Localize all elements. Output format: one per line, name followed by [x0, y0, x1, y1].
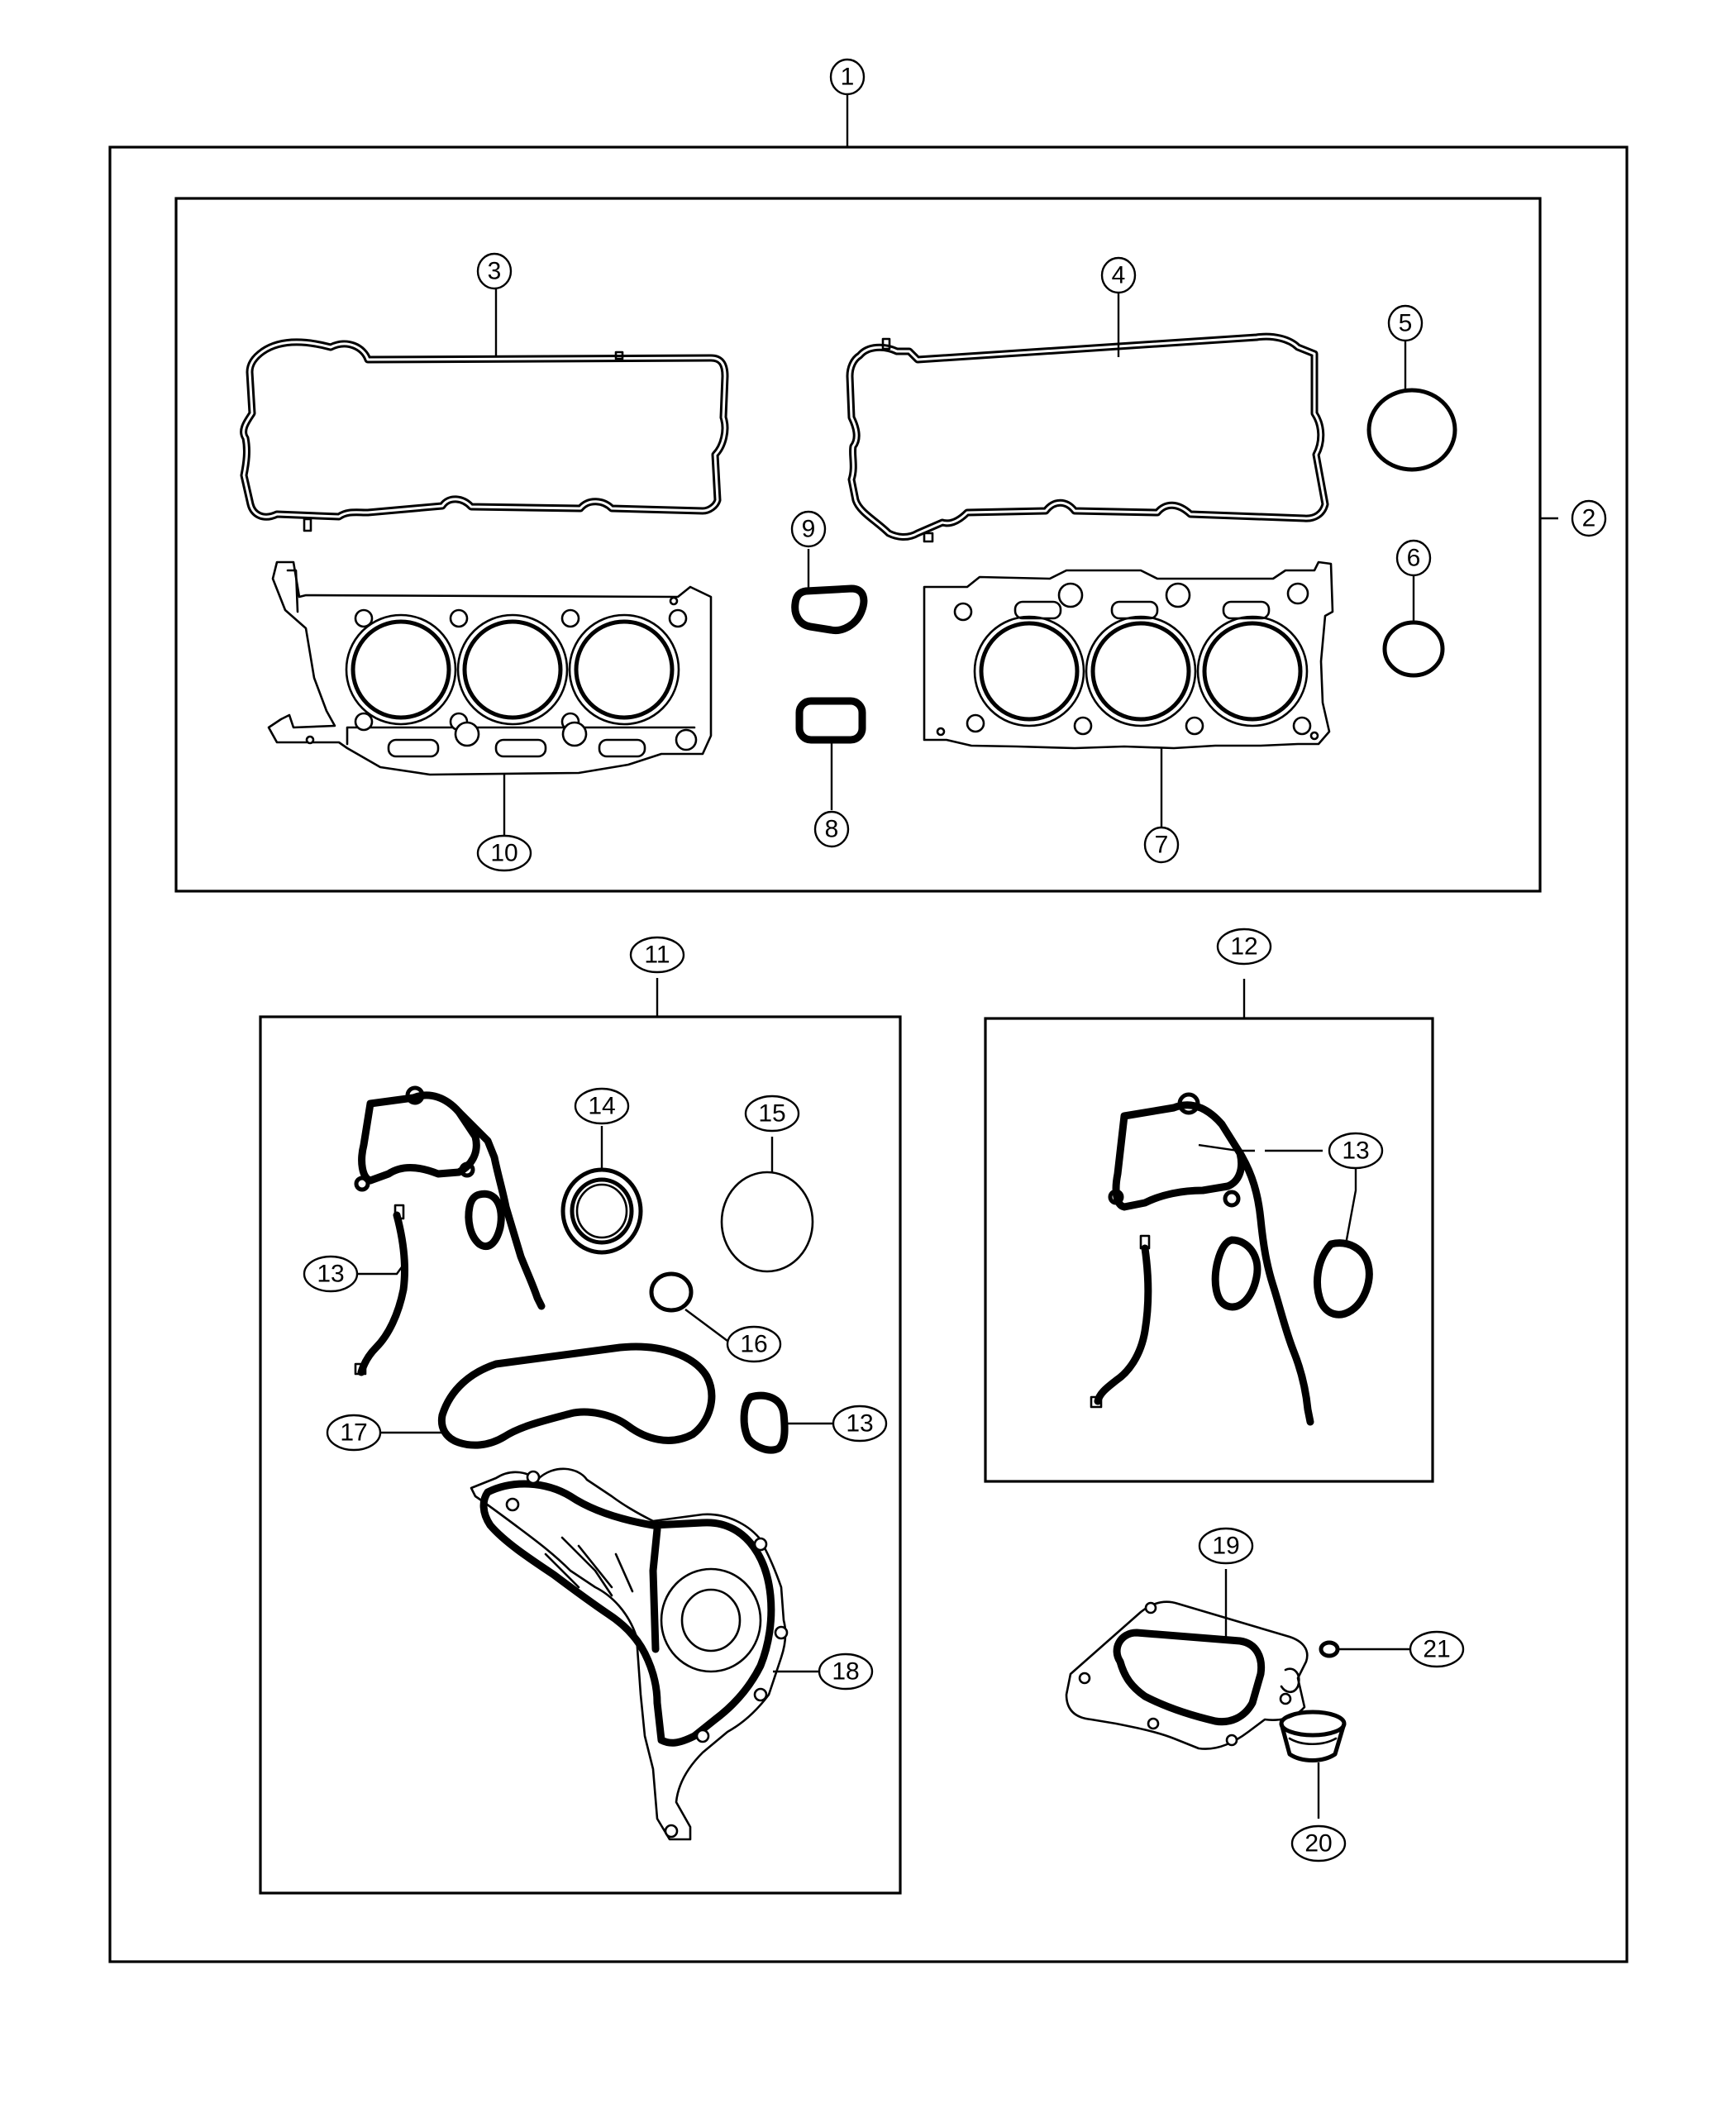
small-gasket-13 — [740, 1391, 789, 1454]
callout-label: 7 — [1155, 832, 1169, 859]
callout-20: 20 — [1290, 1824, 1347, 1862]
callout-label: 8 — [825, 816, 839, 843]
callout-label: 21 — [1423, 1636, 1450, 1663]
valve-cover-gasket-left — [240, 338, 729, 532]
callout-label: 3 — [488, 258, 502, 285]
callout-6: 6 — [1395, 539, 1432, 577]
callout-12: 12 — [1216, 928, 1272, 966]
callout-label: 13 — [846, 1410, 873, 1438]
timing-cover-gasket-a — [354, 1085, 546, 1376]
callout-label: 13 — [1342, 1137, 1369, 1165]
callout-17: 17 — [326, 1414, 382, 1452]
callout-label: 9 — [802, 516, 816, 543]
callout-label: 4 — [1112, 262, 1126, 289]
rubber-plug — [1279, 1710, 1347, 1762]
callout-label: 10 — [490, 840, 517, 867]
callout-21: 21 — [1409, 1630, 1465, 1668]
crankshaft-seal — [560, 1167, 643, 1255]
callout-label: 16 — [740, 1331, 767, 1358]
callout-label: 15 — [758, 1100, 785, 1128]
callout-label: 1 — [841, 64, 855, 91]
timing-cover-gasket-b — [1090, 1092, 1373, 1426]
head-gasket-right — [923, 560, 1334, 750]
callout-label: 13 — [317, 1261, 344, 1288]
callout-9: 9 — [790, 510, 827, 548]
kit-frame-timing-cover-set — [259, 1015, 902, 1895]
kit-frame-upper-gasket-set — [174, 197, 1542, 893]
small-gasket-square — [795, 697, 866, 744]
callout-19: 19 — [1198, 1527, 1254, 1565]
callout-label: 17 — [340, 1419, 367, 1447]
callout-label: 2 — [1582, 505, 1596, 532]
callout-18: 18 — [818, 1653, 874, 1691]
o-ring-small — [1382, 620, 1445, 678]
callout-10: 10 — [476, 834, 532, 872]
callout-label: 11 — [644, 942, 670, 969]
leader-lines — [357, 94, 1558, 1819]
head-gasket-left — [267, 560, 713, 776]
callout-2: 2 — [1571, 499, 1607, 537]
callout-16: 16 — [726, 1325, 782, 1363]
callout-15: 15 — [744, 1095, 800, 1133]
callout-4: 4 — [1100, 256, 1137, 294]
callout-13b: 13 — [832, 1405, 888, 1443]
o-ring-large — [1366, 388, 1457, 472]
valve-cover-gasket-right — [846, 332, 1329, 543]
small-gasket-oval — [791, 584, 868, 635]
kit-frame-outer — [108, 145, 1629, 1963]
sealing-washer — [1319, 1640, 1340, 1658]
callout-8: 8 — [813, 810, 850, 848]
callout-label: 12 — [1230, 933, 1257, 961]
callout-11: 11 — [629, 936, 685, 974]
o-ring-timing-large — [720, 1171, 814, 1273]
kit-frame-cover-subset — [984, 1017, 1434, 1483]
callout-label: 18 — [832, 1658, 859, 1686]
callout-3: 3 — [476, 252, 513, 290]
callout-5: 5 — [1387, 304, 1424, 342]
callout-label: 20 — [1304, 1830, 1332, 1858]
curved-gasket — [437, 1343, 716, 1449]
callout-7: 7 — [1143, 826, 1180, 864]
callout-1: 1 — [829, 58, 866, 96]
callout-13a: 13 — [303, 1255, 359, 1293]
oil-pan-gasket — [1065, 1600, 1309, 1750]
callout-label: 14 — [588, 1093, 615, 1120]
callout-label: 5 — [1399, 310, 1413, 337]
callout-label: 19 — [1212, 1533, 1239, 1560]
o-ring-timing-small — [649, 1271, 694, 1313]
water-pump-gasket — [470, 1467, 789, 1841]
callout-label: 6 — [1407, 545, 1421, 572]
callout-14: 14 — [574, 1087, 630, 1125]
callout-13c: 13 — [1328, 1132, 1384, 1170]
